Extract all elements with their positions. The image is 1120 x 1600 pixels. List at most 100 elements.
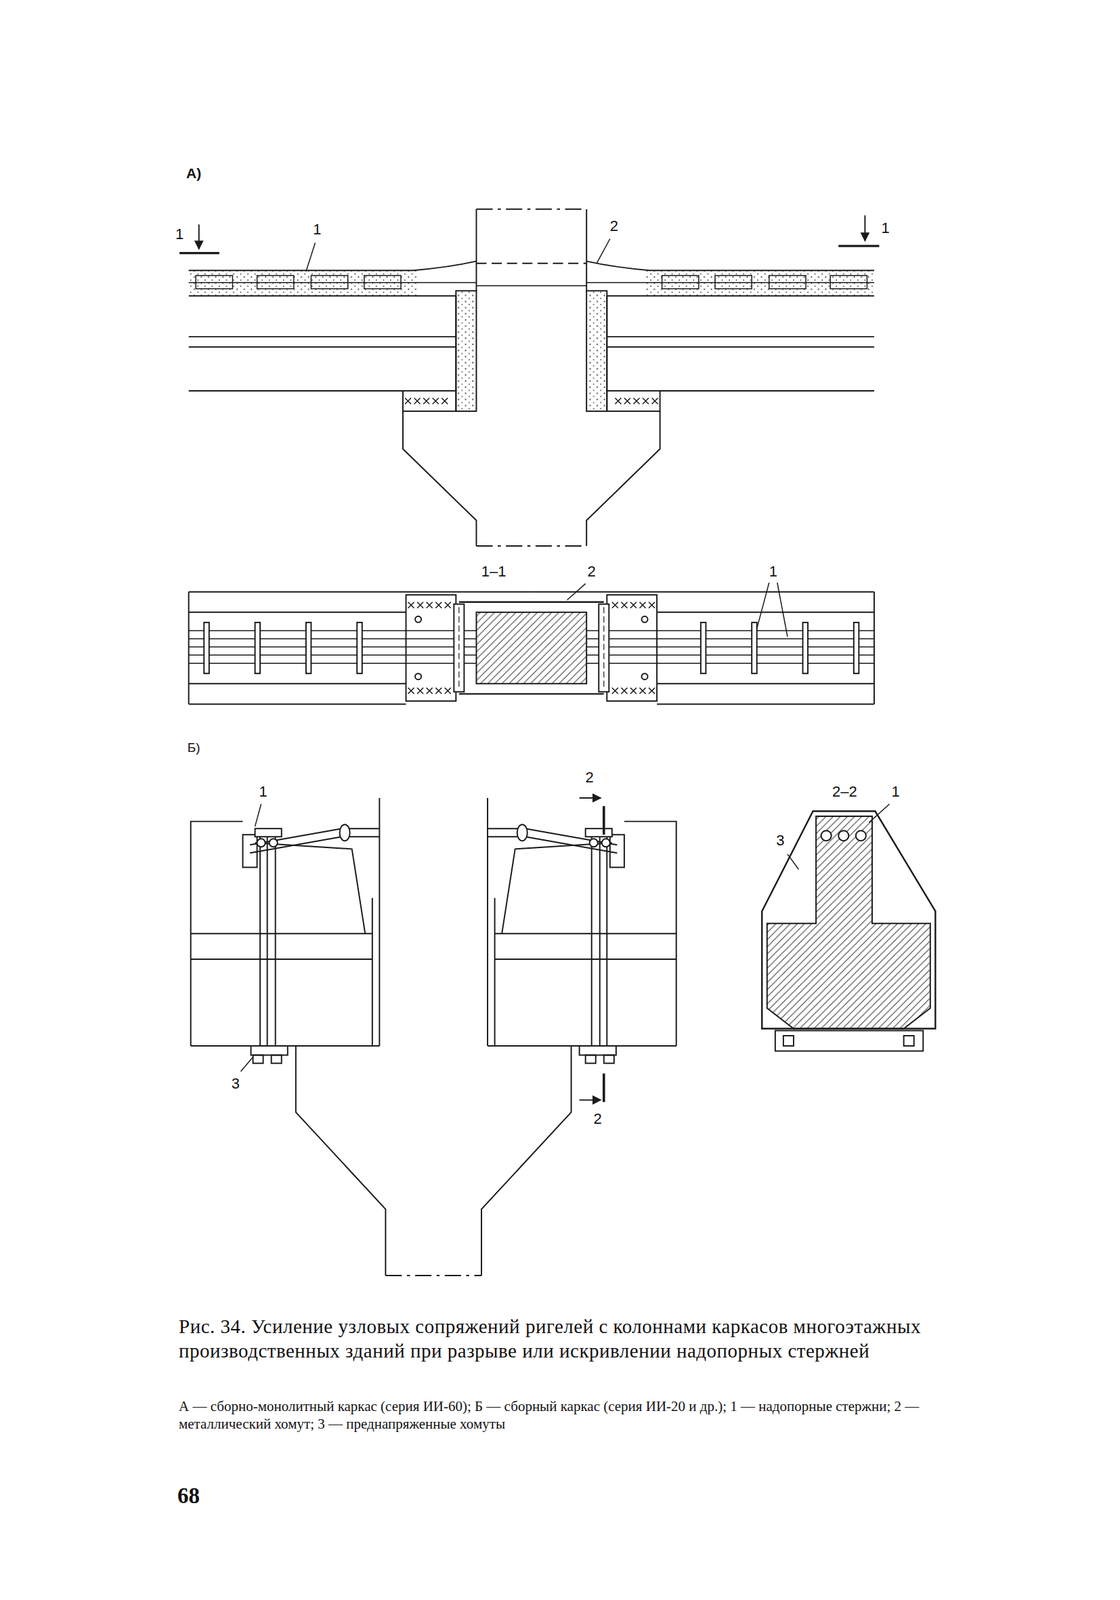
bolt: [641, 616, 649, 623]
beam-flange-line: [190, 932, 373, 934]
pad-mark: [630, 687, 637, 694]
console-plate: [406, 594, 457, 701]
pad-mark: [639, 687, 646, 694]
bar-cage: [310, 275, 348, 290]
section-2: [761, 803, 936, 1051]
section-1-center: [459, 582, 788, 694]
strap-band: [459, 601, 605, 603]
pad-mark: [624, 397, 631, 404]
column-capital: [586, 411, 660, 546]
nut: [269, 838, 278, 847]
support-pad: [606, 390, 660, 412]
figure-b-right: [481, 797, 677, 1276]
leader-line: [241, 1057, 254, 1072]
pad-mark: [620, 687, 628, 694]
support-bar: [586, 282, 875, 284]
pad-mark: [417, 601, 424, 609]
bar-section: [838, 830, 849, 841]
pad-mark: [614, 397, 621, 404]
nut: [257, 838, 266, 847]
pad-mark: [648, 601, 655, 609]
pad-mark: [408, 687, 415, 694]
section-mark: 2: [584, 769, 596, 786]
strap-band: [459, 692, 605, 695]
pad-mark: [639, 601, 646, 609]
bolt: [415, 673, 422, 680]
pad-mark: [426, 687, 433, 694]
figure-label: Б): [186, 740, 202, 756]
slab-top-and-strap: [586, 261, 875, 271]
pad-mark: [620, 601, 628, 609]
pad-mark: [652, 397, 659, 404]
beam-flange-line: [190, 958, 373, 960]
beam-bottom: [660, 390, 875, 392]
callout-number: 1: [311, 221, 323, 238]
beam-bottom: [188, 390, 403, 392]
support-bar: [487, 836, 617, 853]
bar-cage: [257, 275, 294, 290]
leader-line: [777, 582, 788, 637]
leader-line: [596, 238, 611, 263]
outline: [188, 591, 190, 705]
anchor-plate: [243, 834, 258, 867]
section-arrow: [198, 224, 200, 249]
stirrup: [700, 622, 707, 674]
section-arrow: [579, 797, 602, 799]
beam-edge: [188, 611, 407, 613]
nut: [601, 838, 611, 847]
support-bar: [249, 836, 380, 853]
pad-mark: [414, 397, 421, 404]
prestressed-tie: [274, 828, 277, 1053]
leader-line: [567, 583, 586, 600]
pad-mark: [435, 601, 442, 609]
prestressed-tie: [259, 828, 261, 1053]
bar-through-column: [476, 262, 587, 265]
support-bar: [586, 662, 875, 664]
nut: [271, 1054, 282, 1064]
column-capital: [481, 1045, 572, 1276]
beam-end: [371, 897, 374, 1046]
section-mark: 1: [174, 226, 185, 243]
callout-number: 1: [889, 783, 901, 800]
support-bar: [188, 654, 477, 656]
figure-b-center: [241, 797, 605, 1276]
bar-section: [821, 830, 832, 841]
beam-end-top: [255, 842, 366, 934]
strap-plate: [453, 604, 464, 693]
pad-mark: [423, 397, 430, 404]
support-bar: [188, 662, 477, 664]
column-line: [476, 285, 587, 287]
bolt: [415, 616, 422, 623]
nut: [589, 838, 598, 847]
bottom-plate: [775, 1029, 923, 1051]
column-edge: [378, 797, 380, 1046]
pad-mark: [630, 601, 637, 609]
prestressed-tie: [591, 828, 593, 1053]
section-line: [179, 251, 220, 254]
stirrup: [255, 622, 261, 674]
stirrup: [803, 622, 809, 674]
support-bar: [188, 637, 477, 640]
beam-end-top: [501, 842, 613, 934]
caption: Рис. 34. Усиление узловых сопряжений риг…: [178, 1313, 958, 1364]
stirrup: [751, 622, 758, 674]
nut: [585, 1054, 596, 1064]
beam-end: [494, 897, 496, 1046]
support-pad: [402, 390, 456, 412]
figure-key: А — сборно-монолитный каркас (серия ИИ-6…: [178, 1396, 958, 1433]
monolith-concrete: [586, 290, 607, 412]
leader-line: [787, 853, 800, 870]
bar-cage: [715, 275, 752, 290]
support-bar: [586, 629, 875, 632]
bar-cage: [662, 275, 699, 290]
anchor-plate: [610, 834, 625, 867]
beam-edge: [188, 682, 407, 684]
figure-b-left: [190, 797, 386, 1276]
beam-edge: [656, 611, 875, 613]
monolith-concrete: [455, 290, 477, 412]
page-number: 68: [177, 1481, 313, 1510]
beam-flange-line: [188, 346, 457, 348]
bolt: [641, 673, 649, 680]
stirrup: [203, 622, 210, 674]
